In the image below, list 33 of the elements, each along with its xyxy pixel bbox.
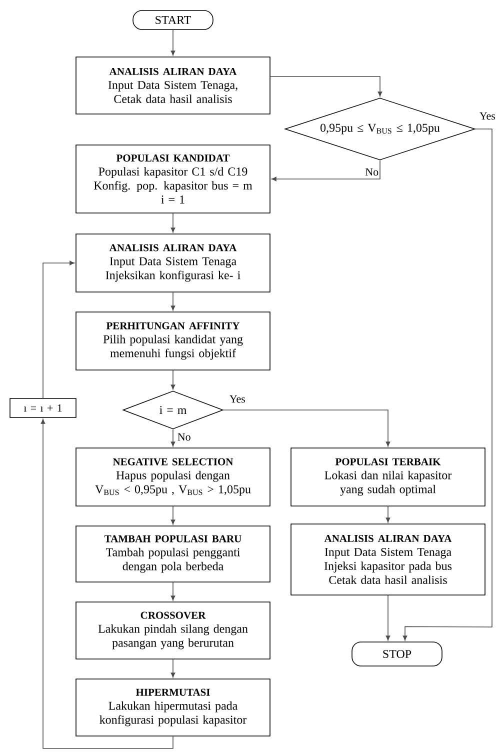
process-box: TAMBAH POPULASI BARU Tambah populasi pengganti dengan pola berbeda	[76, 526, 270, 582]
process-box: PERHITUNGAN AFFINITY Pilih populasi kandidat yang memenuhi fungsi objektif	[76, 312, 270, 370]
arrow	[40, 419, 174, 749]
arrow	[272, 160, 380, 182]
arrow	[270, 76, 382, 96]
arrow	[170, 292, 176, 310]
arrow	[170, 582, 176, 601]
arrow	[170, 213, 176, 233]
arrow	[223, 410, 390, 447]
arrow	[42, 260, 74, 398]
counter-box: ı = ı + 1	[10, 398, 76, 418]
process-box: NEGATIVE SELECTION Hapus populasi dengan V$_{BUS}$ < 0,95pu , V$_{BUS}$ > 1,05pu	[76, 448, 270, 506]
terminal-box: STOP	[352, 642, 442, 666]
edge-label: No	[178, 433, 190, 441]
process-box: ANALISIS ALIRAN DAYA Input Data Sistem Tenaga Injeksikan konfigurasi ke- i	[76, 234, 270, 292]
arrow	[402, 128, 492, 641]
arrow	[386, 506, 390, 522]
arrow	[386, 595, 390, 641]
arrow	[170, 30, 176, 56]
edge-label: No	[365, 168, 378, 176]
process-box: CROSSOVER Lakukan pindah silang dengan pasangan yang berurutan	[76, 602, 270, 660]
terminal-box: START	[132, 10, 214, 30]
process-box: POPULASI TERBAIK Lokasi dan nilai kapasitor yang sudah optimal	[290, 448, 486, 506]
arrow	[170, 370, 176, 390]
process-box: ANALISIS ALIRAN DAYA Input Data Sistem Tenaga Injeksi kapasitor pada bus Cetak data hasil analisis	[290, 524, 486, 596]
arrow	[170, 506, 176, 524]
process-box: ANALISIS ALIRAN DAYA Input Data Sistem Tenaga, Cetak data hasil analisis	[76, 56, 270, 114]
process-box: POPULASI KANDIDAT Populasi kapasitor C1 s/d C19 Konfig. pop. kapasitor bus = m i = 1	[76, 144, 270, 214]
process-box: HIPERMUTASI Lakukan hipermutasi pada konfigurasi populasi kapasitor	[76, 678, 270, 736]
edge-label: Yes	[480, 112, 495, 120]
edge-label: Yes	[230, 395, 245, 403]
arrow	[170, 659, 176, 678]
arrow	[170, 429, 176, 447]
